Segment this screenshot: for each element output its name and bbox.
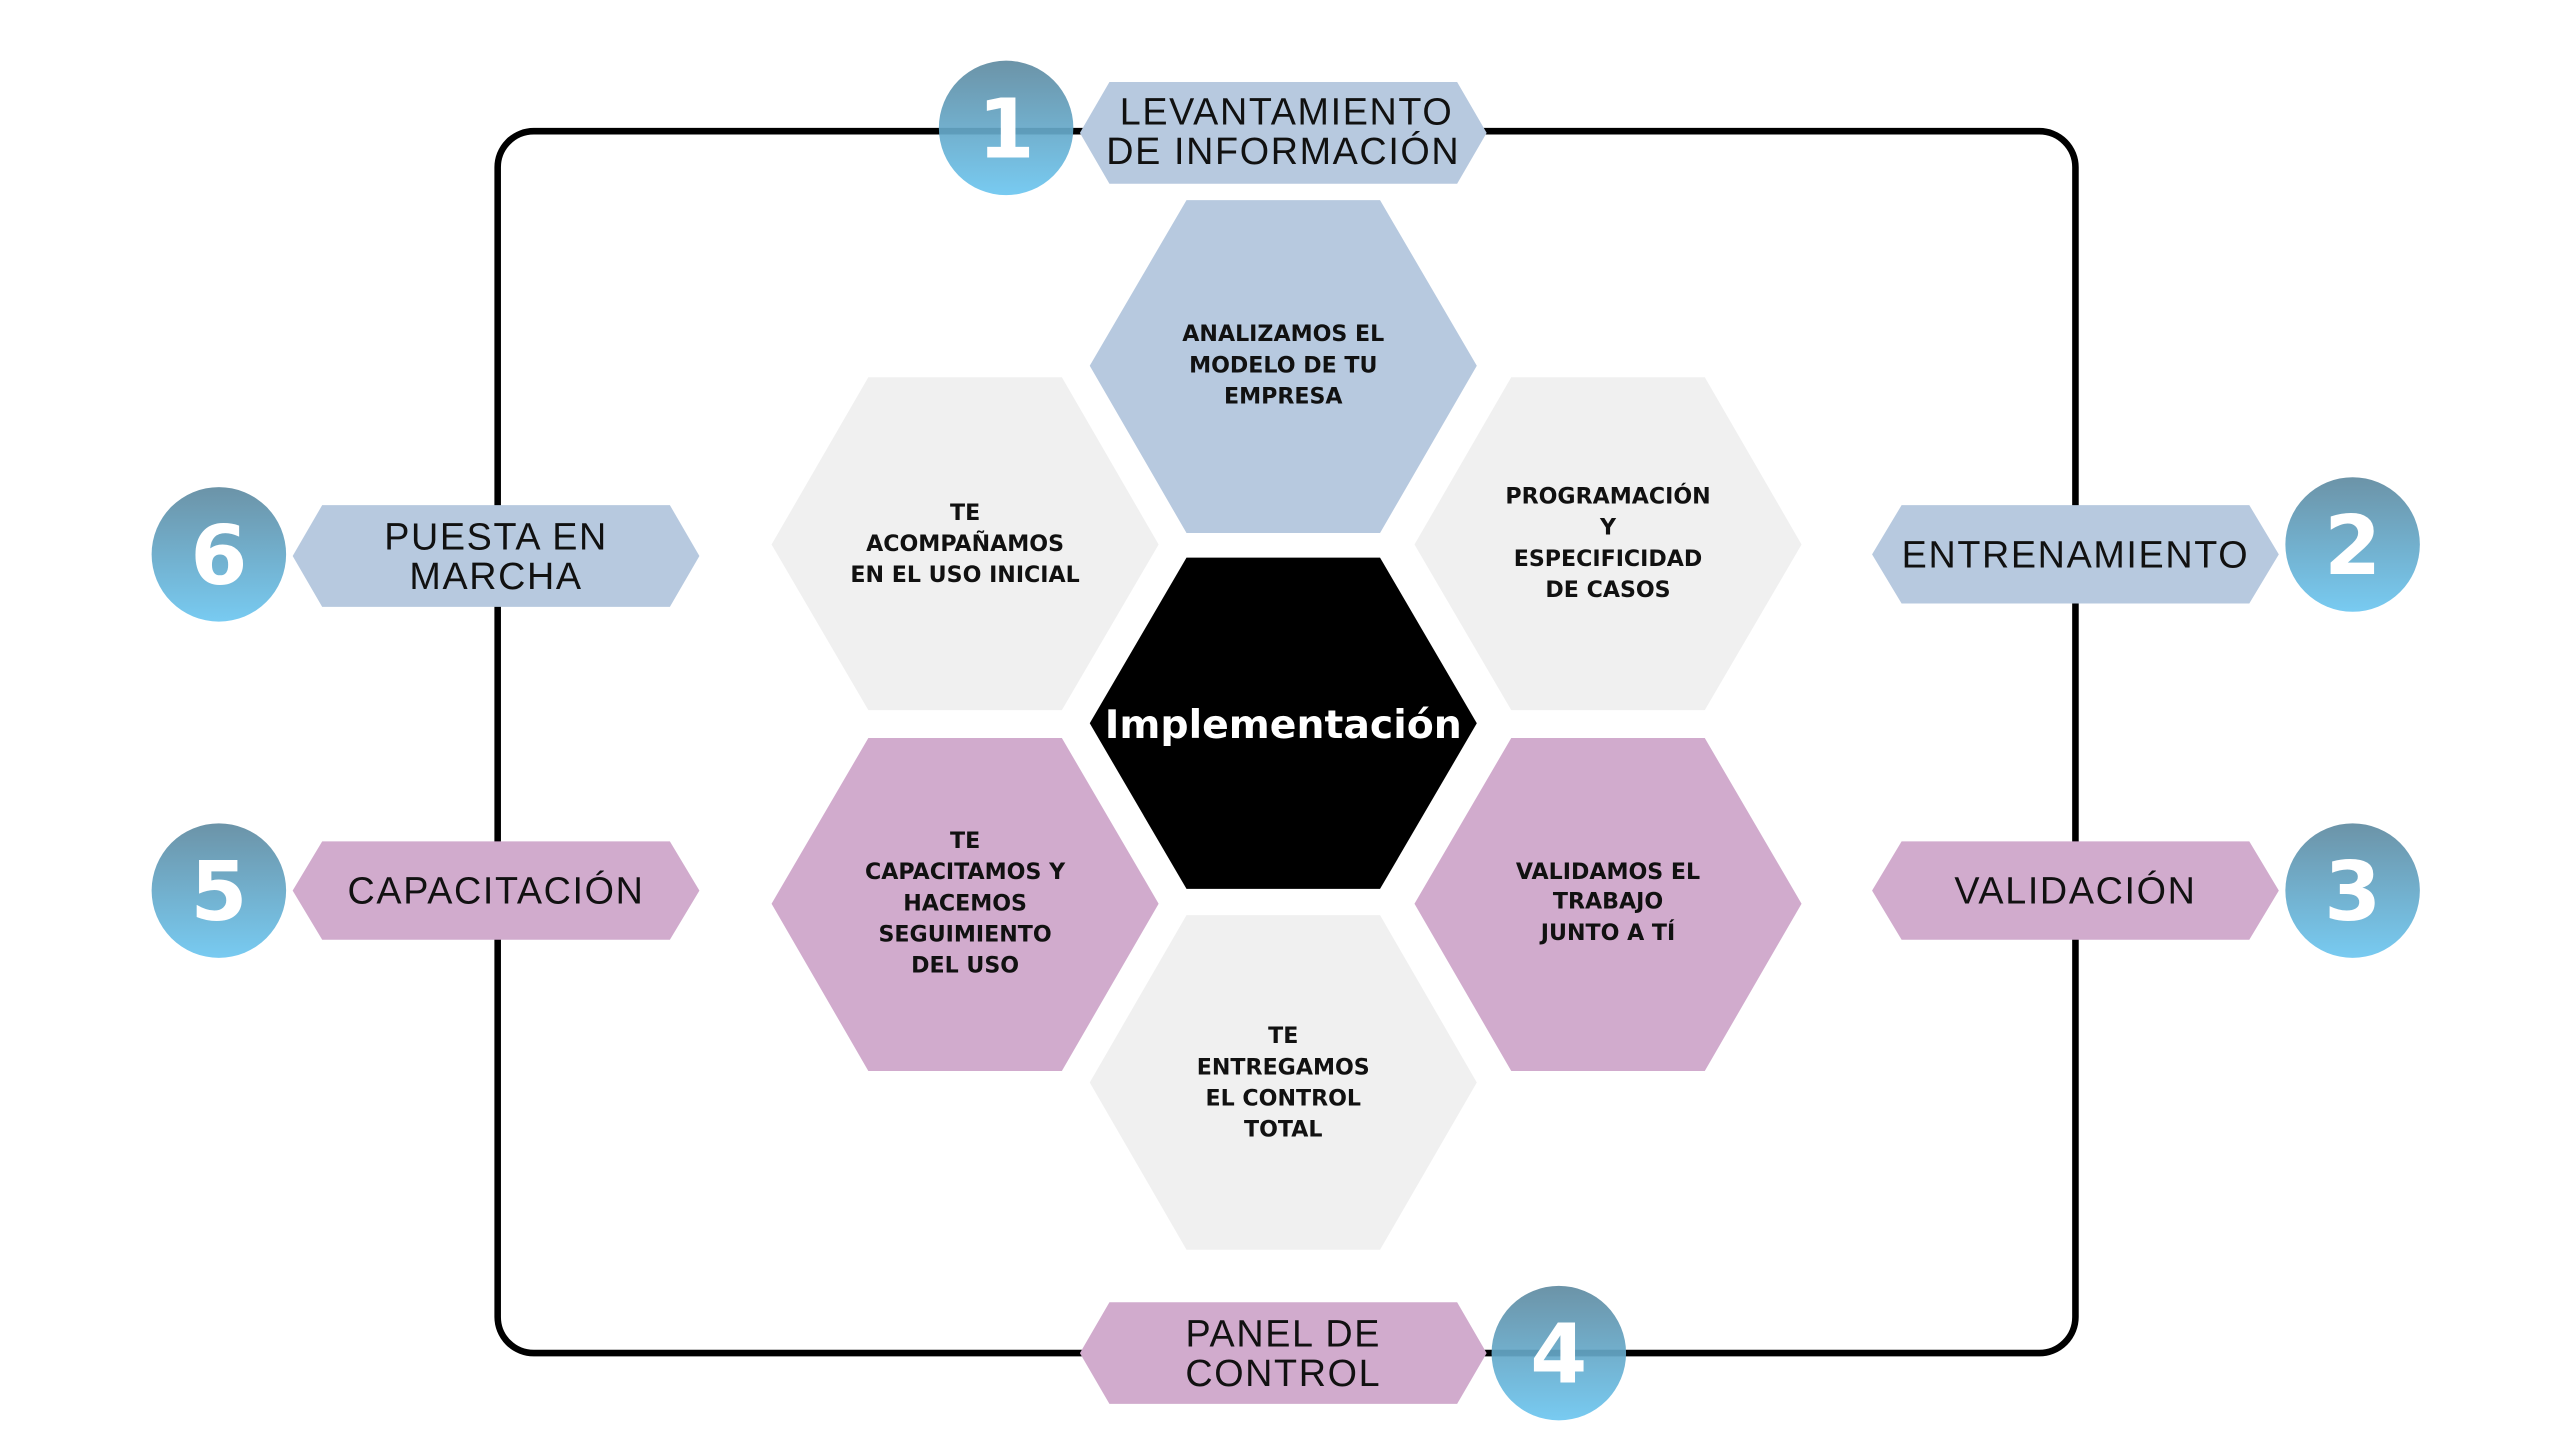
- step-6-badge: 6: [151, 487, 287, 622]
- svg-text:1: 1: [978, 82, 1035, 177]
- step-5-label: CAPACITACIÓN: [292, 841, 700, 940]
- step-4-badge: 4: [1491, 1285, 1627, 1421]
- step-5-badge: 5: [151, 823, 287, 958]
- step-2-badge: 2: [2285, 477, 2420, 612]
- svg-text:3: 3: [2324, 845, 2381, 940]
- svg-text:VALIDACIÓN: VALIDACIÓN: [1954, 870, 2196, 912]
- svg-text:4: 4: [1530, 1308, 1587, 1403]
- svg-text:2: 2: [2324, 499, 2381, 594]
- svg-text:6: 6: [190, 509, 247, 604]
- step-1-badge: 1: [938, 60, 1074, 196]
- svg-text:5: 5: [190, 845, 247, 940]
- step-3-badge: 3: [2285, 823, 2420, 958]
- step-2-label: ENTRENAMIENTO: [1872, 505, 2279, 604]
- hex-center: Implementación: [1089, 557, 1477, 889]
- step-3-label: VALIDACIÓN: [1872, 841, 2279, 940]
- svg-text:Implementación: Implementación: [1105, 702, 1462, 748]
- svg-text:ENTRENAMIENTO: ENTRENAMIENTO: [1902, 533, 2250, 575]
- svg-text:CAPACITACIÓN: CAPACITACIÓN: [348, 870, 645, 912]
